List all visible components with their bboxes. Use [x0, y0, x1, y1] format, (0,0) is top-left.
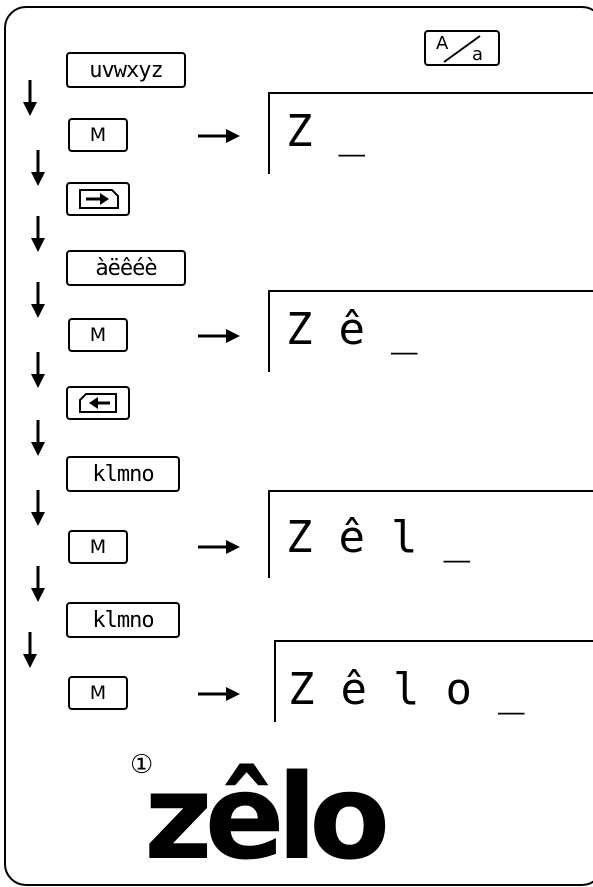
key-uvwxyz[interactable]: uvwxyz — [66, 52, 186, 88]
case-lower-label: a — [472, 44, 484, 65]
m-key[interactable]: M — [68, 676, 128, 710]
down-arrow-icon — [31, 282, 45, 318]
right-arrow-icon — [198, 329, 240, 343]
right-arrow-icon — [198, 687, 240, 701]
display-4 — [274, 640, 593, 722]
cursor-right-key[interactable] — [66, 182, 130, 216]
down-arrow-icon — [31, 490, 45, 526]
case-toggle-key[interactable]: A a — [424, 30, 500, 66]
display-1 — [268, 92, 593, 174]
m-key[interactable]: M — [68, 118, 128, 152]
down-arrow-icon — [31, 420, 45, 456]
down-arrow-icon — [31, 216, 45, 252]
display-4-text: Zêlo_ — [288, 664, 551, 715]
panel-frame — [4, 6, 593, 886]
m-key[interactable]: M — [68, 318, 128, 352]
result-marker: ① — [130, 750, 154, 780]
case-upper-label: A — [436, 33, 449, 54]
display-3 — [268, 490, 593, 578]
key-klmno-1[interactable]: klmno — [66, 456, 180, 492]
down-arrow-icon — [31, 566, 45, 602]
right-arrow-icon — [198, 540, 240, 554]
key-accents[interactable]: àëêéè — [66, 250, 186, 286]
display-3-text: Zêl_ — [286, 512, 496, 563]
display-1-text: Z_ — [286, 106, 391, 157]
case-toggle-icon — [443, 35, 481, 63]
right-arrow-icon — [198, 129, 240, 143]
down-arrow-icon — [23, 632, 37, 668]
cursor-left-key[interactable] — [66, 386, 130, 420]
down-arrow-icon — [31, 150, 45, 186]
display-2-text: Zê_ — [286, 304, 444, 355]
result-word: zêlo — [144, 748, 390, 886]
cursor-left-key-icon — [79, 393, 117, 413]
display-2 — [268, 290, 593, 372]
down-arrow-icon — [23, 80, 37, 116]
cursor-right-key-icon — [79, 189, 119, 209]
down-arrow-icon — [31, 352, 45, 388]
m-key[interactable]: M — [68, 530, 128, 564]
key-klmno-2[interactable]: klmno — [66, 602, 180, 638]
